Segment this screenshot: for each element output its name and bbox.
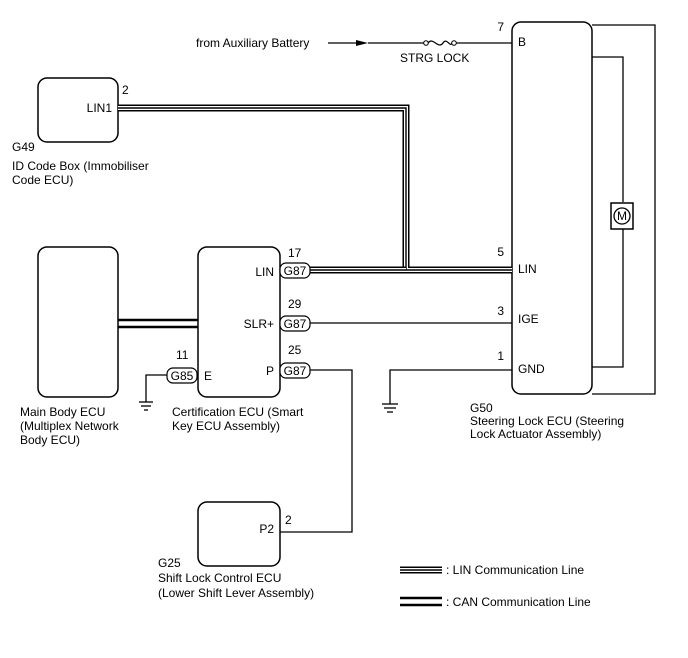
id-code-code: G49 xyxy=(12,140,35,154)
can-bus xyxy=(118,318,198,329)
cert-name-1: Certification ECU (Smart xyxy=(172,405,304,419)
main-body-name-1: Main Body ECU xyxy=(20,405,105,419)
ground-icon xyxy=(382,403,398,413)
cert-slr-connector: G87 xyxy=(284,317,307,331)
cert-p-number: 25 xyxy=(288,343,302,357)
id-code-pin-label: LIN1 xyxy=(87,101,113,115)
shift-lock-name-2: (Lower Shift Lever Assembly) xyxy=(158,586,314,600)
main-body-name-3: Body ECU) xyxy=(20,433,80,447)
legend-can-symbol xyxy=(400,596,442,607)
shift-lock-code: G25 xyxy=(158,556,181,570)
shift-lock-ecu: P2 2 G25 Shift Lock Control ECU (Lower S… xyxy=(158,501,314,600)
fuse-icon xyxy=(427,40,453,46)
legend: : LIN Communication Line : CAN Communica… xyxy=(400,563,591,609)
pin-lin-label: LIN xyxy=(518,262,537,276)
steering-ground xyxy=(382,369,512,413)
fuse-label: STRG LOCK xyxy=(400,51,469,65)
cert-p-label: P xyxy=(266,364,274,378)
legend-lin-label: : LIN Communication Line xyxy=(446,563,584,577)
pin-ige-label: IGE xyxy=(518,312,539,326)
pin-b-number: 7 xyxy=(497,20,504,34)
cert-slr-label: SLR+ xyxy=(244,317,274,331)
shift-lock-name-1: Shift Lock Control ECU xyxy=(158,571,281,585)
pin-ige-number: 3 xyxy=(497,304,504,318)
lin-bus xyxy=(118,104,512,274)
id-code-name-1: ID Code Box (Immobiliser xyxy=(12,159,149,173)
arrow-right-icon xyxy=(356,40,368,46)
motor-symbol: M xyxy=(617,209,627,223)
steering-lock-name-2: Lock Actuator Assembly) xyxy=(470,427,601,441)
cert-slr-number: 29 xyxy=(288,297,302,311)
pin-gnd-number: 1 xyxy=(497,349,504,363)
steering-lock-name-1: Steering Lock ECU (Steering xyxy=(470,414,624,428)
cert-lin-connector: G87 xyxy=(284,264,307,278)
legend-can-label: : CAN Communication Line xyxy=(446,595,591,609)
main-body-name-2: (Multiplex Network xyxy=(20,419,120,433)
steering-lock-ecu: M B 7 LIN 5 IGE 3 GND 1 G50 Steering Loc… xyxy=(470,20,656,441)
cert-name-2: Key ECU Assembly) xyxy=(172,419,280,433)
cert-p-connector: G87 xyxy=(284,364,307,378)
cert-e-label: E xyxy=(204,369,212,383)
cert-lin-label: LIN xyxy=(255,265,274,279)
cert-e-number: 11 xyxy=(176,348,189,362)
cert-lin-number: 17 xyxy=(288,246,302,260)
steering-lock-code: G50 xyxy=(470,401,493,415)
pin-b-label: B xyxy=(518,35,526,49)
battery-supply: from Auxiliary Battery STRG LOCK xyxy=(196,36,512,65)
main-body-ecu: Main Body ECU (Multiplex Network Body EC… xyxy=(20,246,120,447)
supply-label: from Auxiliary Battery xyxy=(196,36,309,50)
connector-g87-lin xyxy=(279,262,311,279)
id-code-box: LIN1 2 G49 ID Code Box (Immobiliser Code… xyxy=(12,77,149,187)
pin-lin-number: 5 xyxy=(497,245,504,259)
id-code-name-2: Code ECU) xyxy=(12,173,73,187)
shift-lock-pin-label: P2 xyxy=(259,522,274,536)
id-code-pin-number: 2 xyxy=(122,83,129,97)
ground-icon xyxy=(139,401,153,411)
pin-gnd-label: GND xyxy=(518,362,545,376)
certification-ecu: LIN 17 G87 SLR+ 29 G87 P 25 G87 E 11 G85… xyxy=(139,246,512,533)
cert-e-connector: G85 xyxy=(171,369,194,383)
shift-lock-pin-number: 2 xyxy=(285,513,292,527)
